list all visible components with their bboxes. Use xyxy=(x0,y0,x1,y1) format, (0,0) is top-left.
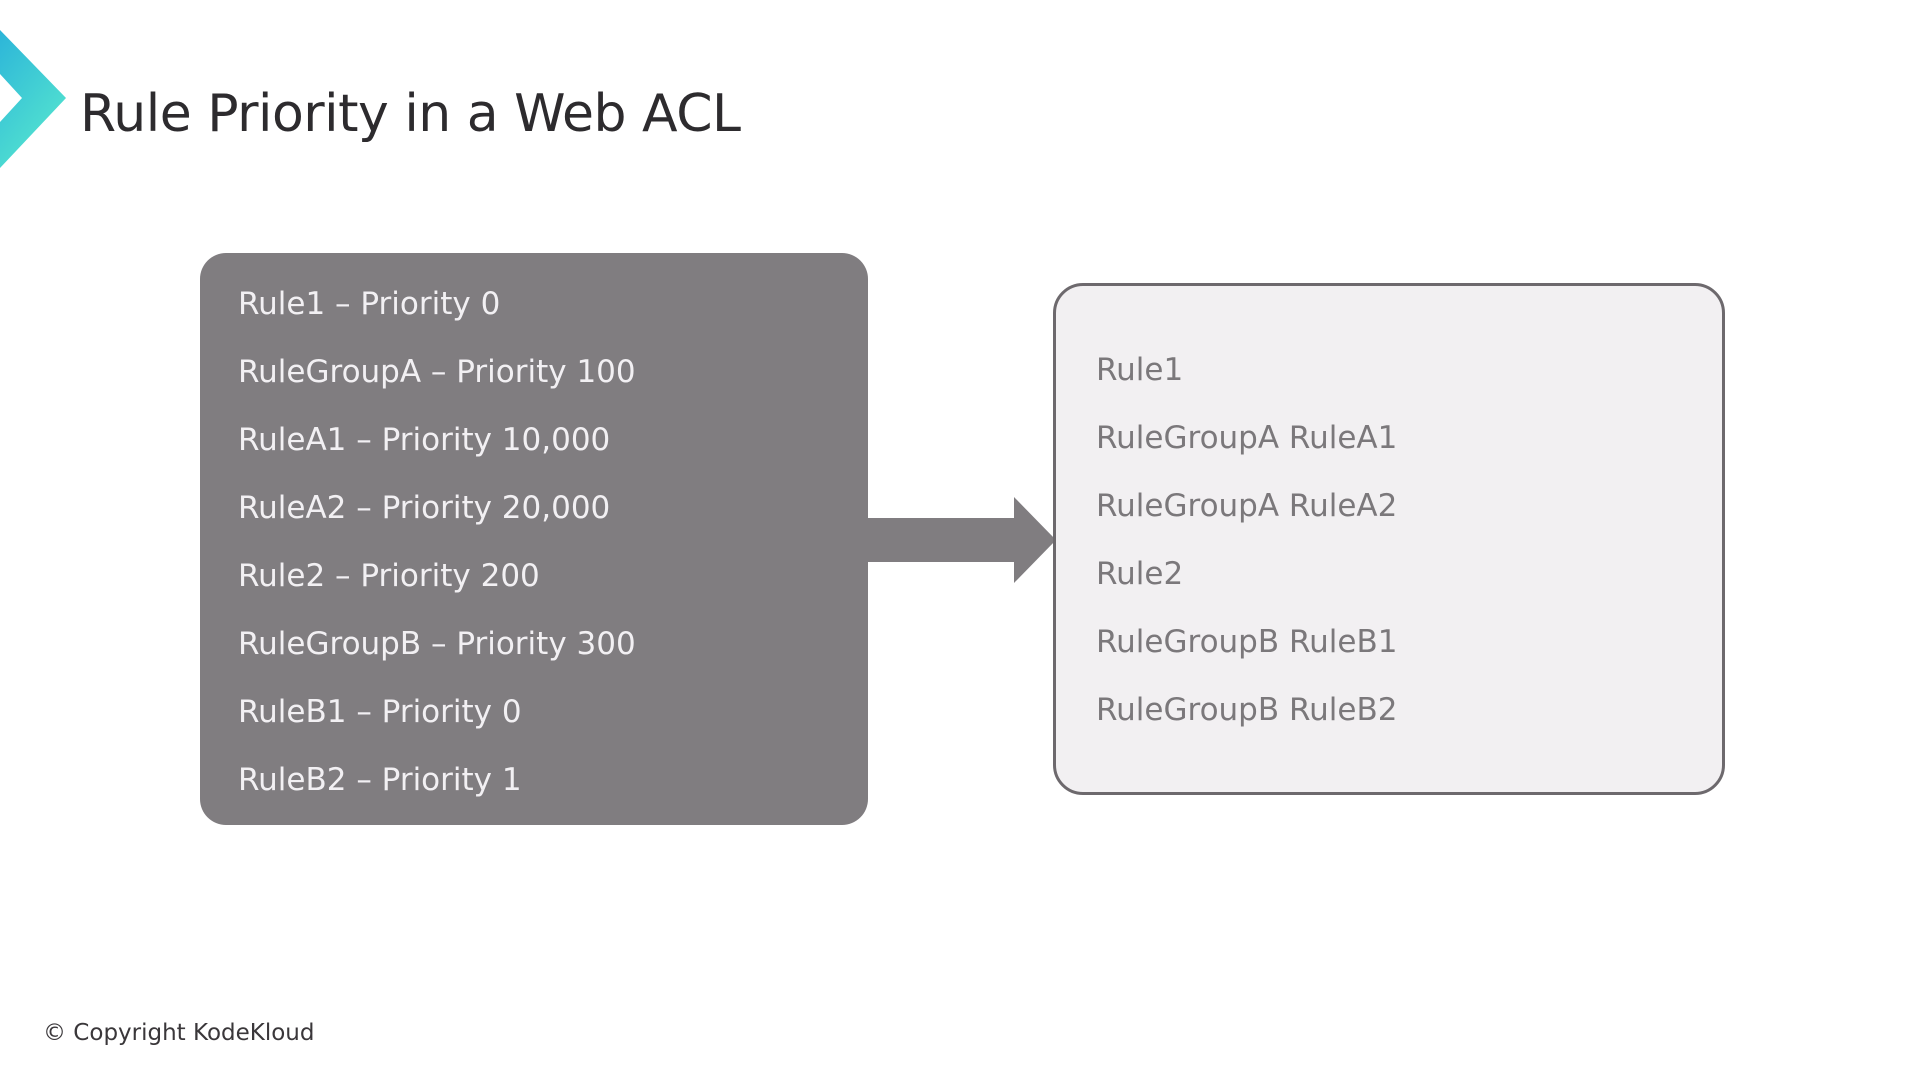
kodekloud-logo-icon xyxy=(0,30,66,168)
flow-arrow-icon xyxy=(867,497,1056,583)
left-rule-item: RuleGroupA – Priority 100 xyxy=(238,354,636,390)
left-rule-item: Rule1 – Priority 0 xyxy=(238,286,501,322)
right-rule-item: Rule2 xyxy=(1096,556,1184,592)
right-rule-item: RuleGroupA RuleA1 xyxy=(1096,420,1398,456)
left-rule-item: RuleA1 – Priority 10,000 xyxy=(238,422,611,458)
page-title: Rule Priority in a Web ACL xyxy=(80,84,741,144)
right-rule-item: RuleGroupA RuleA2 xyxy=(1096,488,1398,524)
left-rule-item: RuleA2 – Priority 20,000 xyxy=(238,490,611,526)
rule-priority-list-panel: Rule1 – Priority 0 RuleGroupA – Priority… xyxy=(200,253,868,825)
rule-evaluation-order-panel: Rule1 RuleGroupA RuleA1 RuleGroupA RuleA… xyxy=(1053,283,1725,795)
right-rule-item: Rule1 xyxy=(1096,352,1184,388)
right-rule-item: RuleGroupB RuleB1 xyxy=(1096,624,1398,660)
right-rule-item: RuleGroupB RuleB2 xyxy=(1096,692,1398,728)
left-rule-item: Rule2 – Priority 200 xyxy=(238,558,540,594)
left-rule-item: RuleB1 – Priority 0 xyxy=(238,694,522,730)
left-rule-item: RuleGroupB – Priority 300 xyxy=(238,626,636,662)
copyright-text: © Copyright KodeKloud xyxy=(43,1020,315,1046)
left-rule-item: RuleB2 – Priority 1 xyxy=(238,762,522,798)
